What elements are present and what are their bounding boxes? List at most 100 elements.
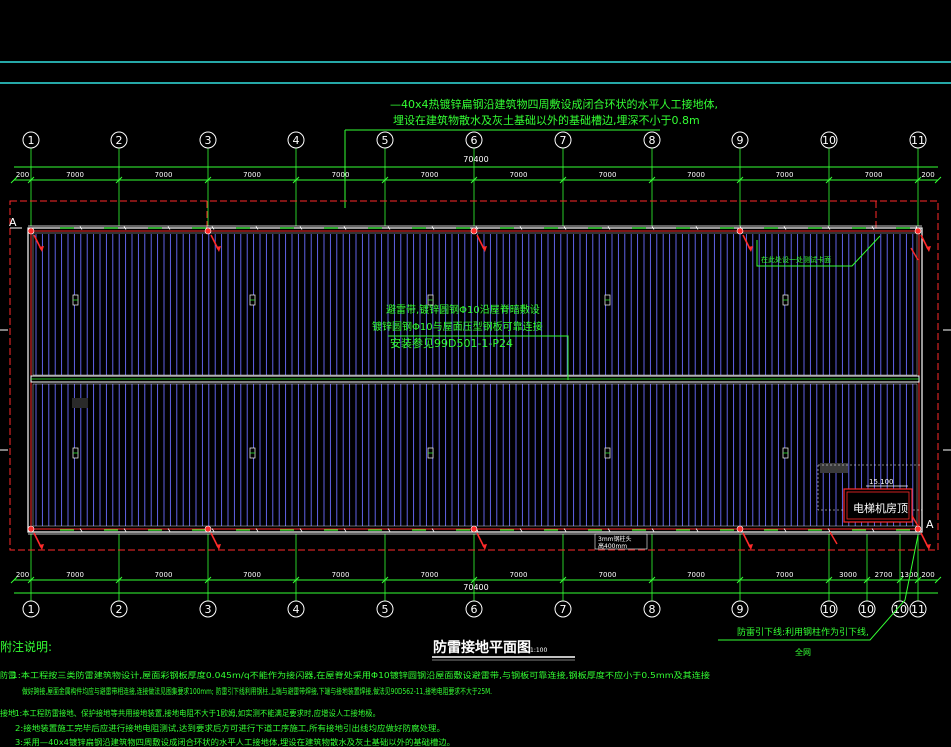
axis-bottom-label: 4 <box>293 603 300 616</box>
axis-bottom-10: 10 <box>820 534 838 618</box>
axis-bottom-13: 11 <box>909 534 927 618</box>
bottom-dim-11: 3000 <box>839 571 857 579</box>
bottom-dim-13: 1300 <box>900 571 918 579</box>
axis-bottom-6: 6 <box>465 534 483 618</box>
elevator-level: 15.100 <box>869 478 894 486</box>
test-card-note: 在此处设一处测试卡面 <box>756 235 881 267</box>
axis-bottom-label: 9 <box>737 603 744 616</box>
roof-markers <box>60 226 919 532</box>
axis-top-2: 2 <box>110 131 128 226</box>
axis-top-6: 6 <box>465 131 483 226</box>
test-card-note-text: 在此处设一处测试卡面 <box>761 255 831 264</box>
top-dim-3: 7000 <box>155 171 173 179</box>
bottom-dim-4: 7000 <box>243 571 261 579</box>
axis-top-label: 9 <box>737 134 744 147</box>
axis-bottom-label: 10 <box>822 603 836 616</box>
axis-top-8: 8 <box>643 131 661 226</box>
title-border-lines <box>0 61 951 84</box>
axis-bottom-label: 7 <box>560 603 567 616</box>
roof-note-line1: 避雷带,镀锌圆钢Φ10沿屋脊暗敷设 <box>386 303 540 316</box>
notes-line2: 做好跨接,屋面金属构件均应与避雷带相连接,连接做法见图集要求100mm; 防雷引… <box>22 686 492 696</box>
downlead-note-line2: 全网 <box>795 647 811 657</box>
axis-top-7: 7 <box>554 131 572 226</box>
top-dim-6: 7000 <box>421 171 439 179</box>
side-ticks <box>0 329 951 451</box>
axis-bottom-4: 4 <box>287 534 305 618</box>
axis-bottom-label: 10 <box>893 603 907 616</box>
elevator-machine-room: 15.100 电梯机房顶 <box>817 464 923 523</box>
top-dim-2: 7000 <box>66 171 84 179</box>
column-tag: 3mm钢柱头 高400mm <box>594 533 648 550</box>
axis-bottom-2: 2 <box>110 534 128 618</box>
axis-top-9: 9 <box>731 131 749 226</box>
axis-top-5: 5 <box>376 131 394 226</box>
bottom-dim-1: 200 <box>16 571 29 579</box>
drawing-scale: 1:100 <box>530 647 547 654</box>
roof-ridge-note: 避雷带,镀锌圆钢Φ10沿屋脊暗敷设 镀锌圆钢Φ10与屋面压型钢板可靠连接 安装参… <box>372 303 569 380</box>
drawing-title: 防雷接地平面图 1:100 <box>432 639 575 661</box>
bottom-dim-6: 7000 <box>421 571 439 579</box>
bottom-total-dimension: 70400 <box>463 583 488 592</box>
bottom-dim-5: 7000 <box>332 571 350 579</box>
notes-group1-tag: 防雷 <box>0 670 16 680</box>
column-tag-line2: 高400mm <box>598 542 627 550</box>
axis-bottom-1: 1 <box>22 534 40 618</box>
column-tag-line1: 3mm钢柱头 <box>598 535 632 543</box>
axis-bottom-label: 5 <box>382 603 389 616</box>
axis-bottom-label: 3 <box>205 603 212 616</box>
axis-bottom-5: 5 <box>376 534 394 618</box>
axis-top-label: 2 <box>116 134 123 147</box>
top-dimension-chain: 70400 <box>10 155 942 184</box>
top-dim-9: 7000 <box>687 171 705 179</box>
bottom-dim-7: 7000 <box>510 571 528 579</box>
bottom-dim-3: 7000 <box>155 571 173 579</box>
notes-line3: 1:本工程防雷接地、保护接地等共用接地装置,接地电阻不大于1欧姆,如实测不能满足… <box>15 708 380 718</box>
axis-top-3: 3 <box>199 131 217 226</box>
axis-bottom-12: 10 <box>891 534 909 618</box>
downlead-points <box>27 227 931 550</box>
top-dim-10: 7000 <box>776 171 794 179</box>
axis-bottom-8: 8 <box>643 534 661 618</box>
axis-top-label: 3 <box>205 134 212 147</box>
top-dim-11: 7000 <box>865 171 883 179</box>
top-dim-1: 200 <box>16 171 29 179</box>
axis-top-label: 8 <box>649 134 656 147</box>
bottom-dimension-chain: 70400 <box>10 576 942 594</box>
axis-top-label: 6 <box>471 134 478 147</box>
bottom-dim-12: 2700 <box>875 571 893 579</box>
axis-top-label: 5 <box>382 134 389 147</box>
row-label-right: A <box>926 518 934 531</box>
top-dim-12: 200 <box>921 171 934 179</box>
axis-top-label: 4 <box>293 134 300 147</box>
axis-bottom-label: 11 <box>911 603 925 616</box>
elevator-label: 电梯机房顶 <box>853 501 908 515</box>
top-total-dimension: 70400 <box>463 155 488 164</box>
grid-axes-top: 1 2 3 4 5 6 7 8 9 10 11 <box>22 131 927 226</box>
top-dim-7: 7000 <box>510 171 528 179</box>
axis-top-4: 4 <box>287 131 305 226</box>
axis-top-10: 10 <box>820 131 838 226</box>
axis-bottom-label: 8 <box>649 603 656 616</box>
axis-top-1: 1 <box>22 131 40 226</box>
bottom-dim-9: 7000 <box>687 571 705 579</box>
top-dim-8: 7000 <box>599 171 617 179</box>
notes-line5: 3:采用—40x4镀锌扁钢沿建筑物四周敷设成闭合环状的水平人工接地体,埋设在建筑… <box>15 737 455 747</box>
downlead-note: 防雷引下线:利用钢柱作为引下线, 全网 <box>718 534 919 657</box>
bottom-dim-8: 7000 <box>599 571 617 579</box>
roof-note-line2: 镀锌圆钢Φ10与屋面压型钢板可靠连接 <box>372 320 543 333</box>
axis-bottom-7: 7 <box>554 534 572 618</box>
axis-top-11: 11 <box>909 131 927 226</box>
bottom-dim-10: 7000 <box>776 571 794 579</box>
axis-top-label: 1 <box>28 134 35 147</box>
top-note-line2: 埋设在建筑物散水及灰土基础以外的基础槽边,埋深不小于0.8m <box>393 113 700 127</box>
top-grounding-note: —40x4热镀锌扁钢沿建筑物四周敷设成闭合环状的水平人工接地体, 埋设在建筑物散… <box>344 97 718 208</box>
top-note-line1: —40x4热镀锌扁钢沿建筑物四周敷设成闭合环状的水平人工接地体, <box>390 97 718 111</box>
axis-bottom-label: 1 <box>28 603 35 616</box>
bottom-dim-14: 200 <box>921 571 934 579</box>
grounding-ring-outline <box>9 200 939 551</box>
drawing-title-text: 防雷接地平面图 <box>433 639 531 656</box>
